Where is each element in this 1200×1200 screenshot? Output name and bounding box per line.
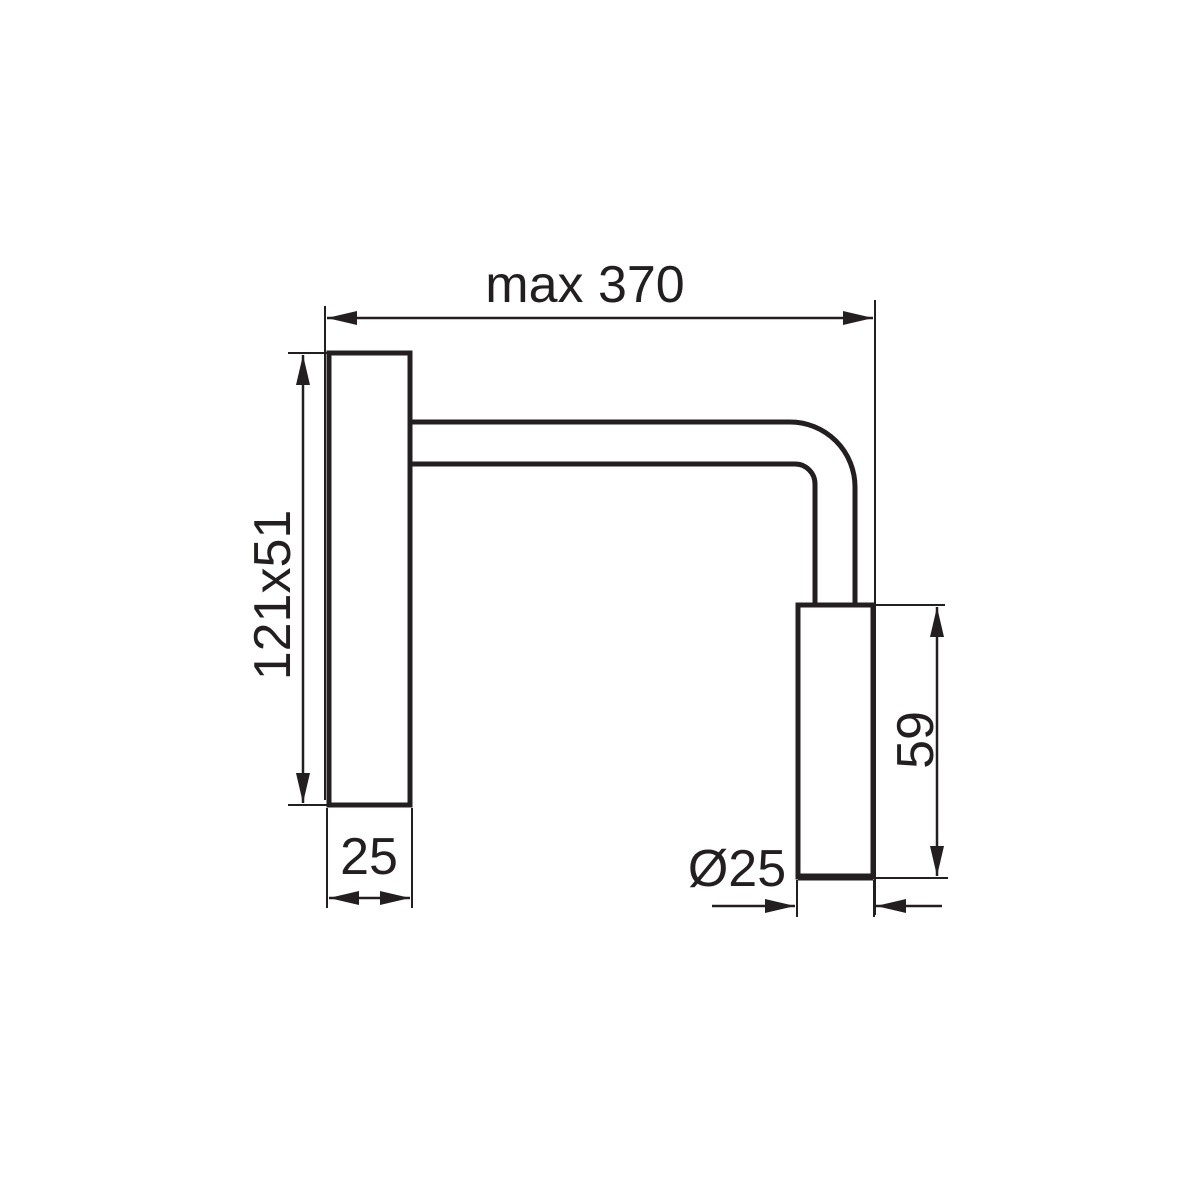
dimension-head-diameter	[712, 880, 942, 917]
wall-base-plate	[326, 350, 413, 808]
dimension-base-depth	[326, 808, 413, 908]
lamp-arm	[410, 419, 858, 605]
label-base-depth: 25	[340, 828, 398, 886]
label-head-height: 59	[887, 711, 945, 769]
label-head-diameter: Ø25	[688, 840, 786, 898]
dimension-overall-width	[324, 300, 876, 915]
label-base-plate: 121x51	[244, 510, 302, 681]
lamp-head	[795, 602, 876, 881]
dimension-base-height	[288, 352, 329, 806]
dimension-head-height	[873, 604, 948, 879]
label-overall-width: max 370	[485, 256, 684, 314]
